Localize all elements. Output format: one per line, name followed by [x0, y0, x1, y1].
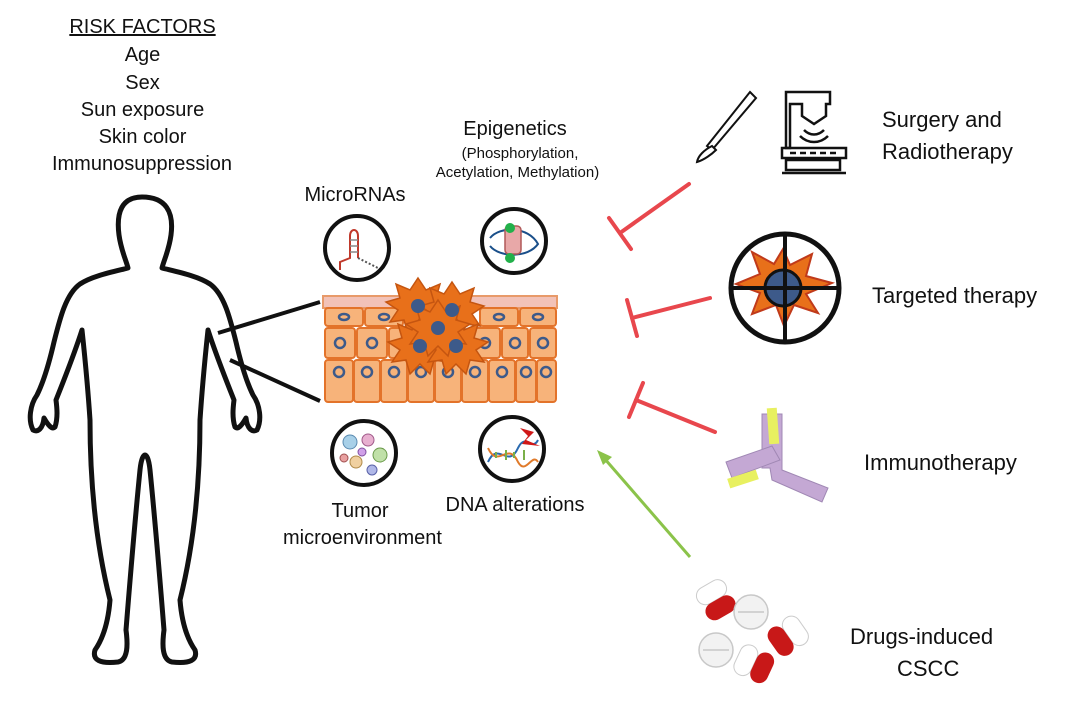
promotion-arrow-drugs: [597, 450, 692, 558]
targeted-therapy-label: Targeted therapy: [872, 283, 1038, 308]
epigenetics-label: Epigenetics: [463, 118, 567, 140]
radiotherapy-machine-icon: [780, 90, 848, 175]
inhibition-arrow-surgery: [607, 182, 691, 251]
risk-factor-skin-color: Skin color: [98, 126, 187, 148]
targeted-therapy-icon: [728, 231, 842, 345]
antibody-icon: [725, 407, 829, 503]
epigenetics-icon: [480, 207, 548, 275]
scalpel-icon: [695, 90, 758, 164]
epigenetics-detail-2: Acetylation, Methylation): [435, 164, 600, 181]
connector-line-upper: [217, 300, 321, 335]
tumor-microenvironment-icon: [330, 419, 398, 487]
epigenetics-detail-1: (Phosphorylation,: [461, 145, 579, 162]
inhibition-arrows: [607, 182, 717, 434]
surgery-label-1: Surgery and: [882, 107, 1002, 132]
risk-factor-sun-exposure: Sun exposure: [80, 99, 205, 121]
microrna-label: MicroRNAs: [304, 184, 406, 206]
risk-factor-immunosuppression: Immunosuppression: [51, 153, 233, 175]
human-silhouette: [27, 194, 263, 665]
dna-alterations-icon: [478, 415, 546, 483]
microrna-icon: [323, 214, 391, 282]
tumor-label-1: Tumor: [331, 500, 389, 522]
pills-icon: [695, 579, 809, 684]
tumor-cluster: [384, 276, 490, 376]
risk-factor-sex: Sex: [125, 72, 160, 94]
risk-factor-age: Age: [124, 44, 161, 66]
inhibition-arrow-targeted: [625, 296, 712, 338]
immunotherapy-label: Immunotherapy: [864, 450, 1017, 475]
surgery-label-2: Radiotherapy: [882, 139, 1013, 164]
drugs-induced-label-2: CSCC: [897, 656, 960, 681]
connector-line-lower: [229, 358, 321, 403]
inhibition-arrow-immunotherapy: [627, 381, 717, 434]
dna-alterations-label: DNA alterations: [445, 494, 585, 516]
risk-factors-title: RISK FACTORS: [69, 16, 216, 38]
drugs-induced-label-1: Drugs-induced: [850, 624, 994, 649]
tumor-label-2: microenvironment: [283, 527, 442, 549]
